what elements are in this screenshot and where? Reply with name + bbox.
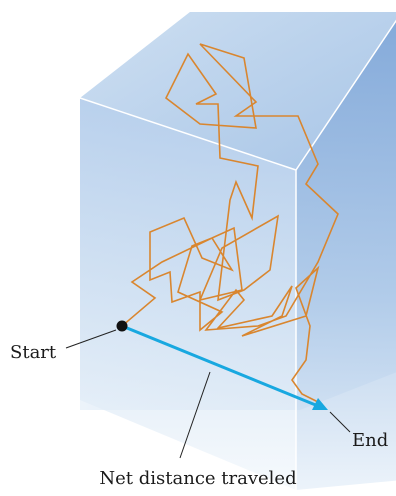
start-label: Start xyxy=(10,342,57,363)
end-leader xyxy=(329,411,351,433)
box-edges xyxy=(79,19,396,490)
box-top-face xyxy=(80,12,396,170)
net-distance-leader xyxy=(179,371,211,459)
arrow-head xyxy=(312,398,328,410)
net-distance-arrow xyxy=(121,324,319,408)
start-leader xyxy=(65,329,117,349)
start-marker xyxy=(116,320,128,332)
random-walk-path xyxy=(121,43,339,405)
leader-lines xyxy=(65,329,351,459)
box-right-face xyxy=(296,20,396,490)
end-label: End xyxy=(352,430,388,451)
net-distance-label: Net distance traveled xyxy=(99,468,296,489)
